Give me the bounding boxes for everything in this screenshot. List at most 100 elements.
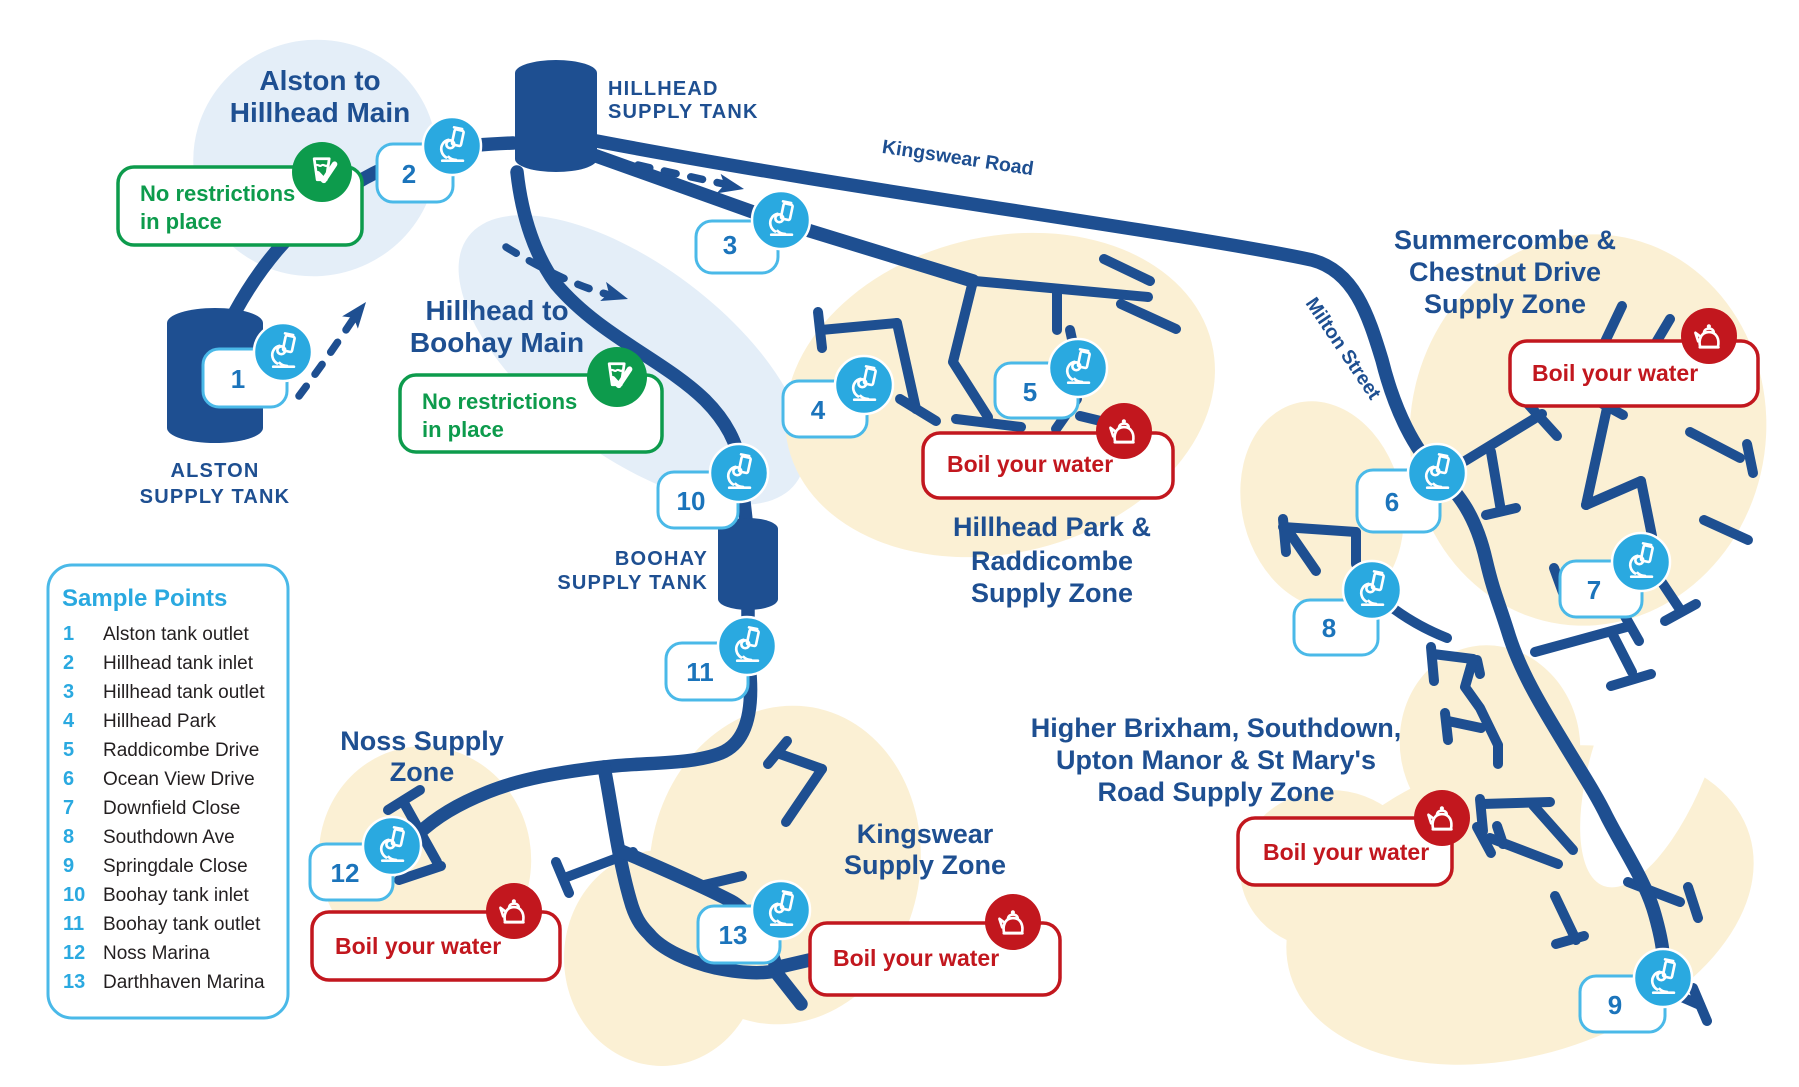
- svg-text:13: 13: [719, 920, 748, 950]
- svg-text:2: 2: [402, 159, 416, 189]
- svg-text:2: 2: [63, 652, 74, 674]
- svg-text:3: 3: [63, 681, 74, 703]
- svg-text:11: 11: [686, 657, 714, 687]
- kettle-badge: [1681, 308, 1737, 364]
- sample-point-7: 7: [1558, 531, 1672, 619]
- svg-text:No restrictions: No restrictions: [422, 389, 577, 414]
- svg-text:1: 1: [63, 623, 74, 645]
- hillhead-tank: [515, 60, 597, 172]
- kingswear-road-label: Kingswear Road: [881, 136, 1035, 180]
- sample-point-4: 4: [781, 354, 895, 439]
- svg-text:SUPPLY TANK: SUPPLY TANK: [557, 572, 708, 594]
- flow-arrowhead: [342, 302, 366, 329]
- sample-point-10: 10: [656, 442, 770, 530]
- svg-text:4: 4: [63, 710, 75, 732]
- svg-text:11: 11: [63, 913, 84, 935]
- svg-text:9: 9: [63, 855, 74, 877]
- legend-item: Ocean View Drive: [103, 769, 255, 790]
- svg-text:No restrictions: No restrictions: [140, 181, 295, 206]
- sample-point-2: 2: [375, 115, 483, 204]
- svg-text:6: 6: [1385, 487, 1399, 517]
- svg-text:12: 12: [63, 942, 85, 964]
- microscope-badge: [361, 815, 423, 877]
- alston-hillhead-main-label: Alston to: [259, 65, 380, 96]
- alert-boil-water-higher-brixham: Boil your water: [1236, 790, 1470, 887]
- svg-text:Kingswear: Kingswear: [857, 819, 994, 849]
- svg-text:HILLHEAD: HILLHEAD: [608, 78, 719, 100]
- alert-boil-water-summercombe: Boil your water: [1508, 308, 1760, 408]
- sample-point-1: 1: [201, 321, 314, 409]
- svg-text:7: 7: [63, 797, 74, 819]
- alert-boil-water-noss: Boil your water: [310, 883, 562, 982]
- sample-point-5: 5: [993, 337, 1109, 420]
- svg-text:3: 3: [723, 230, 737, 260]
- microscope-badge: [1632, 947, 1694, 1009]
- legend-item: Raddicombe Drive: [103, 740, 259, 761]
- microscope-badge: [1341, 559, 1403, 621]
- legend-box: [46, 563, 290, 1020]
- sample-point-12: 12: [308, 815, 423, 902]
- svg-text:Boil your water: Boil your water: [947, 451, 1113, 477]
- sample-point-markers: 1 2 3 4 5 6: [201, 115, 1694, 1034]
- microscope-badge: [1406, 442, 1468, 504]
- svg-text:BOOHAY: BOOHAY: [615, 548, 708, 570]
- svg-text:10: 10: [677, 486, 706, 516]
- svg-text:Boil your water: Boil your water: [1263, 839, 1429, 865]
- status-no-restrictions-alston-hillhead: No restrictions in place: [116, 142, 364, 247]
- legend-item: Darthhaven Marina: [103, 972, 265, 993]
- svg-text:in place: in place: [422, 417, 504, 442]
- svg-text:12: 12: [331, 858, 360, 888]
- svg-text:Supply Zone: Supply Zone: [971, 578, 1133, 608]
- legend-item: Downfield Close: [103, 798, 240, 819]
- kettle-badge: [1096, 403, 1152, 459]
- svg-text:8: 8: [63, 826, 74, 848]
- microscope-badge: [1047, 337, 1109, 399]
- pipe-hillhead-to-boohay: [510, 165, 753, 527]
- svg-text:13: 13: [63, 971, 85, 993]
- svg-text:Raddicombe: Raddicombe: [971, 546, 1133, 576]
- sample-point-9: 9: [1578, 947, 1694, 1034]
- svg-text:5: 5: [1023, 377, 1037, 407]
- svg-text:Zone: Zone: [390, 757, 455, 787]
- legend-item: Boohay tank outlet: [103, 914, 261, 935]
- svg-text:Summercombe &: Summercombe &: [1394, 225, 1616, 255]
- boohay-tank: [718, 518, 778, 610]
- zone-titles: Hillhead Park & Raddicombe Supply Zone S…: [340, 225, 1616, 880]
- svg-text:Chestnut Drive: Chestnut Drive: [1409, 257, 1601, 287]
- svg-text:8: 8: [1322, 613, 1336, 643]
- microscope-badge: [750, 879, 812, 941]
- flow-arrows: [295, 161, 744, 400]
- svg-text:SUPPLY TANK: SUPPLY TANK: [140, 486, 291, 508]
- svg-text:Boil your water: Boil your water: [833, 945, 999, 971]
- hillhead-boohay-main-label: Hillhead to: [425, 295, 568, 326]
- kettle-badge: [486, 883, 542, 939]
- microscope-badge: [252, 321, 314, 383]
- sample-point-13: 13: [696, 879, 812, 965]
- flow-arrowhead: [716, 173, 744, 194]
- legend-item: Hillhead tank outlet: [103, 682, 265, 703]
- sample-point-6: 6: [1355, 442, 1468, 534]
- legend-item: Hillhead tank inlet: [103, 653, 254, 674]
- supply-tanks: [167, 60, 778, 610]
- sample-point-8: 8: [1292, 559, 1403, 657]
- legend: Sample Points 1 Alston tank outlet 2 Hil…: [46, 563, 290, 1020]
- svg-text:Higher Brixham, Southdown,: Higher Brixham, Southdown,: [1031, 713, 1402, 743]
- tank-labels: HILLHEAD SUPPLY TANK ALSTON SUPPLY TANK …: [140, 78, 758, 594]
- svg-text:Boohay Main: Boohay Main: [410, 327, 584, 358]
- marker-number: 1: [231, 364, 245, 394]
- svg-text:Boil your water: Boil your water: [335, 933, 501, 959]
- legend-item: Southdown Ave: [103, 827, 235, 848]
- main-labels: Alston to Hillhead Main Hillhead to Booh…: [230, 65, 584, 358]
- glass-check-badge: [292, 142, 352, 202]
- svg-text:Road Supply Zone: Road Supply Zone: [1097, 777, 1334, 807]
- legend-item: Springdale Close: [103, 856, 248, 877]
- legend-item: Alston tank outlet: [103, 624, 249, 645]
- svg-text:in place: in place: [140, 209, 222, 234]
- svg-text:Supply Zone: Supply Zone: [844, 850, 1006, 880]
- microscope-badge: [716, 615, 778, 677]
- kettle-badge: [985, 894, 1041, 950]
- legend-title: Sample Points: [62, 585, 227, 612]
- pipe-kingswear-branch: [597, 760, 782, 980]
- svg-text:Hillhead Park &: Hillhead Park &: [953, 512, 1151, 542]
- alert-boil-water-kingswear: Boil your water: [808, 894, 1062, 997]
